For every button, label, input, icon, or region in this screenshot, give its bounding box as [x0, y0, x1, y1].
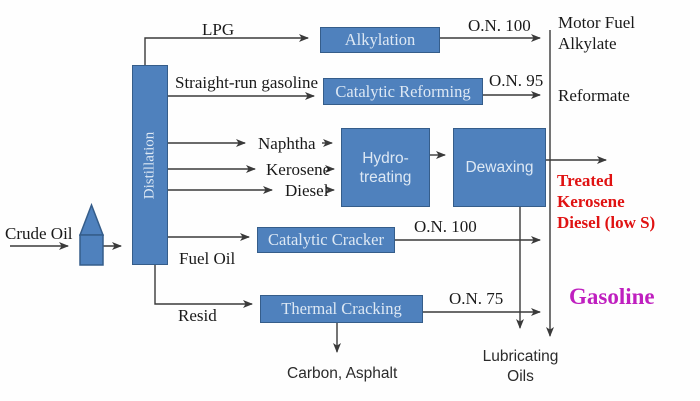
hydrotreating-label: Hydro- treating: [359, 149, 412, 186]
octane-cracker-label: O.N. 100: [414, 217, 477, 236]
dewaxing-label: Dewaxing: [465, 159, 534, 176]
resid-line: [154, 265, 253, 308]
lpg-line: [144, 34, 309, 65]
unit-box-dewaxing: Dewaxing: [453, 128, 546, 207]
fuel-oil-label: Fuel Oil: [179, 249, 236, 268]
lpg-label: LPG: [202, 20, 235, 39]
naphtha-label: Naphtha: [258, 134, 316, 153]
alkylation-label: Alkylation: [344, 30, 416, 49]
resid-label: Resid: [178, 306, 217, 325]
carbon-asphalt-label: Carbon, Asphalt: [287, 365, 398, 382]
unit-box-catalytic-reforming: Catalytic Reforming: [323, 78, 483, 105]
distillation-label: Distillation: [141, 131, 158, 199]
treated-kerosene-diesel-label: Treated Kerosene Diesel (low S): [557, 171, 656, 232]
straight-run-gasoline-label: Straight-run gasoline: [175, 73, 319, 92]
distillation-column: Distillation: [132, 65, 168, 265]
diesel-label: Diesel: [285, 181, 329, 200]
crude-tower-icon: [78, 202, 105, 266]
reformate-label: Reformate: [558, 86, 630, 105]
catalytic-reforming-label: Catalytic Reforming: [335, 81, 471, 101]
lubricating-oils-label: Lubricating Oils: [482, 348, 559, 385]
kerosene-label: Kerosene: [266, 160, 331, 179]
unit-box-alkylation: Alkylation: [320, 27, 440, 53]
octane-alkylation-label: O.N. 100: [468, 16, 531, 35]
unit-box-thermal-cracking: Thermal Cracking: [260, 295, 423, 323]
unit-box-hydrotreating: Hydro- treating: [341, 128, 430, 207]
thermal-cracking-label: Thermal Cracking: [281, 299, 402, 318]
crude-oil-label: Crude Oil: [5, 224, 73, 243]
catalytic-cracker-label: Catalytic Cracker: [268, 230, 384, 249]
gasoline-label: Gasoline: [569, 284, 655, 309]
unit-box-catalytic-cracker: Catalytic Cracker: [257, 227, 395, 253]
octane-reforming-label: O.N. 95: [489, 71, 544, 90]
octane-thermal-label: O.N. 75: [449, 289, 504, 308]
motor-fuel-alkylate-label: Motor Fuel Alkylate: [558, 13, 635, 53]
